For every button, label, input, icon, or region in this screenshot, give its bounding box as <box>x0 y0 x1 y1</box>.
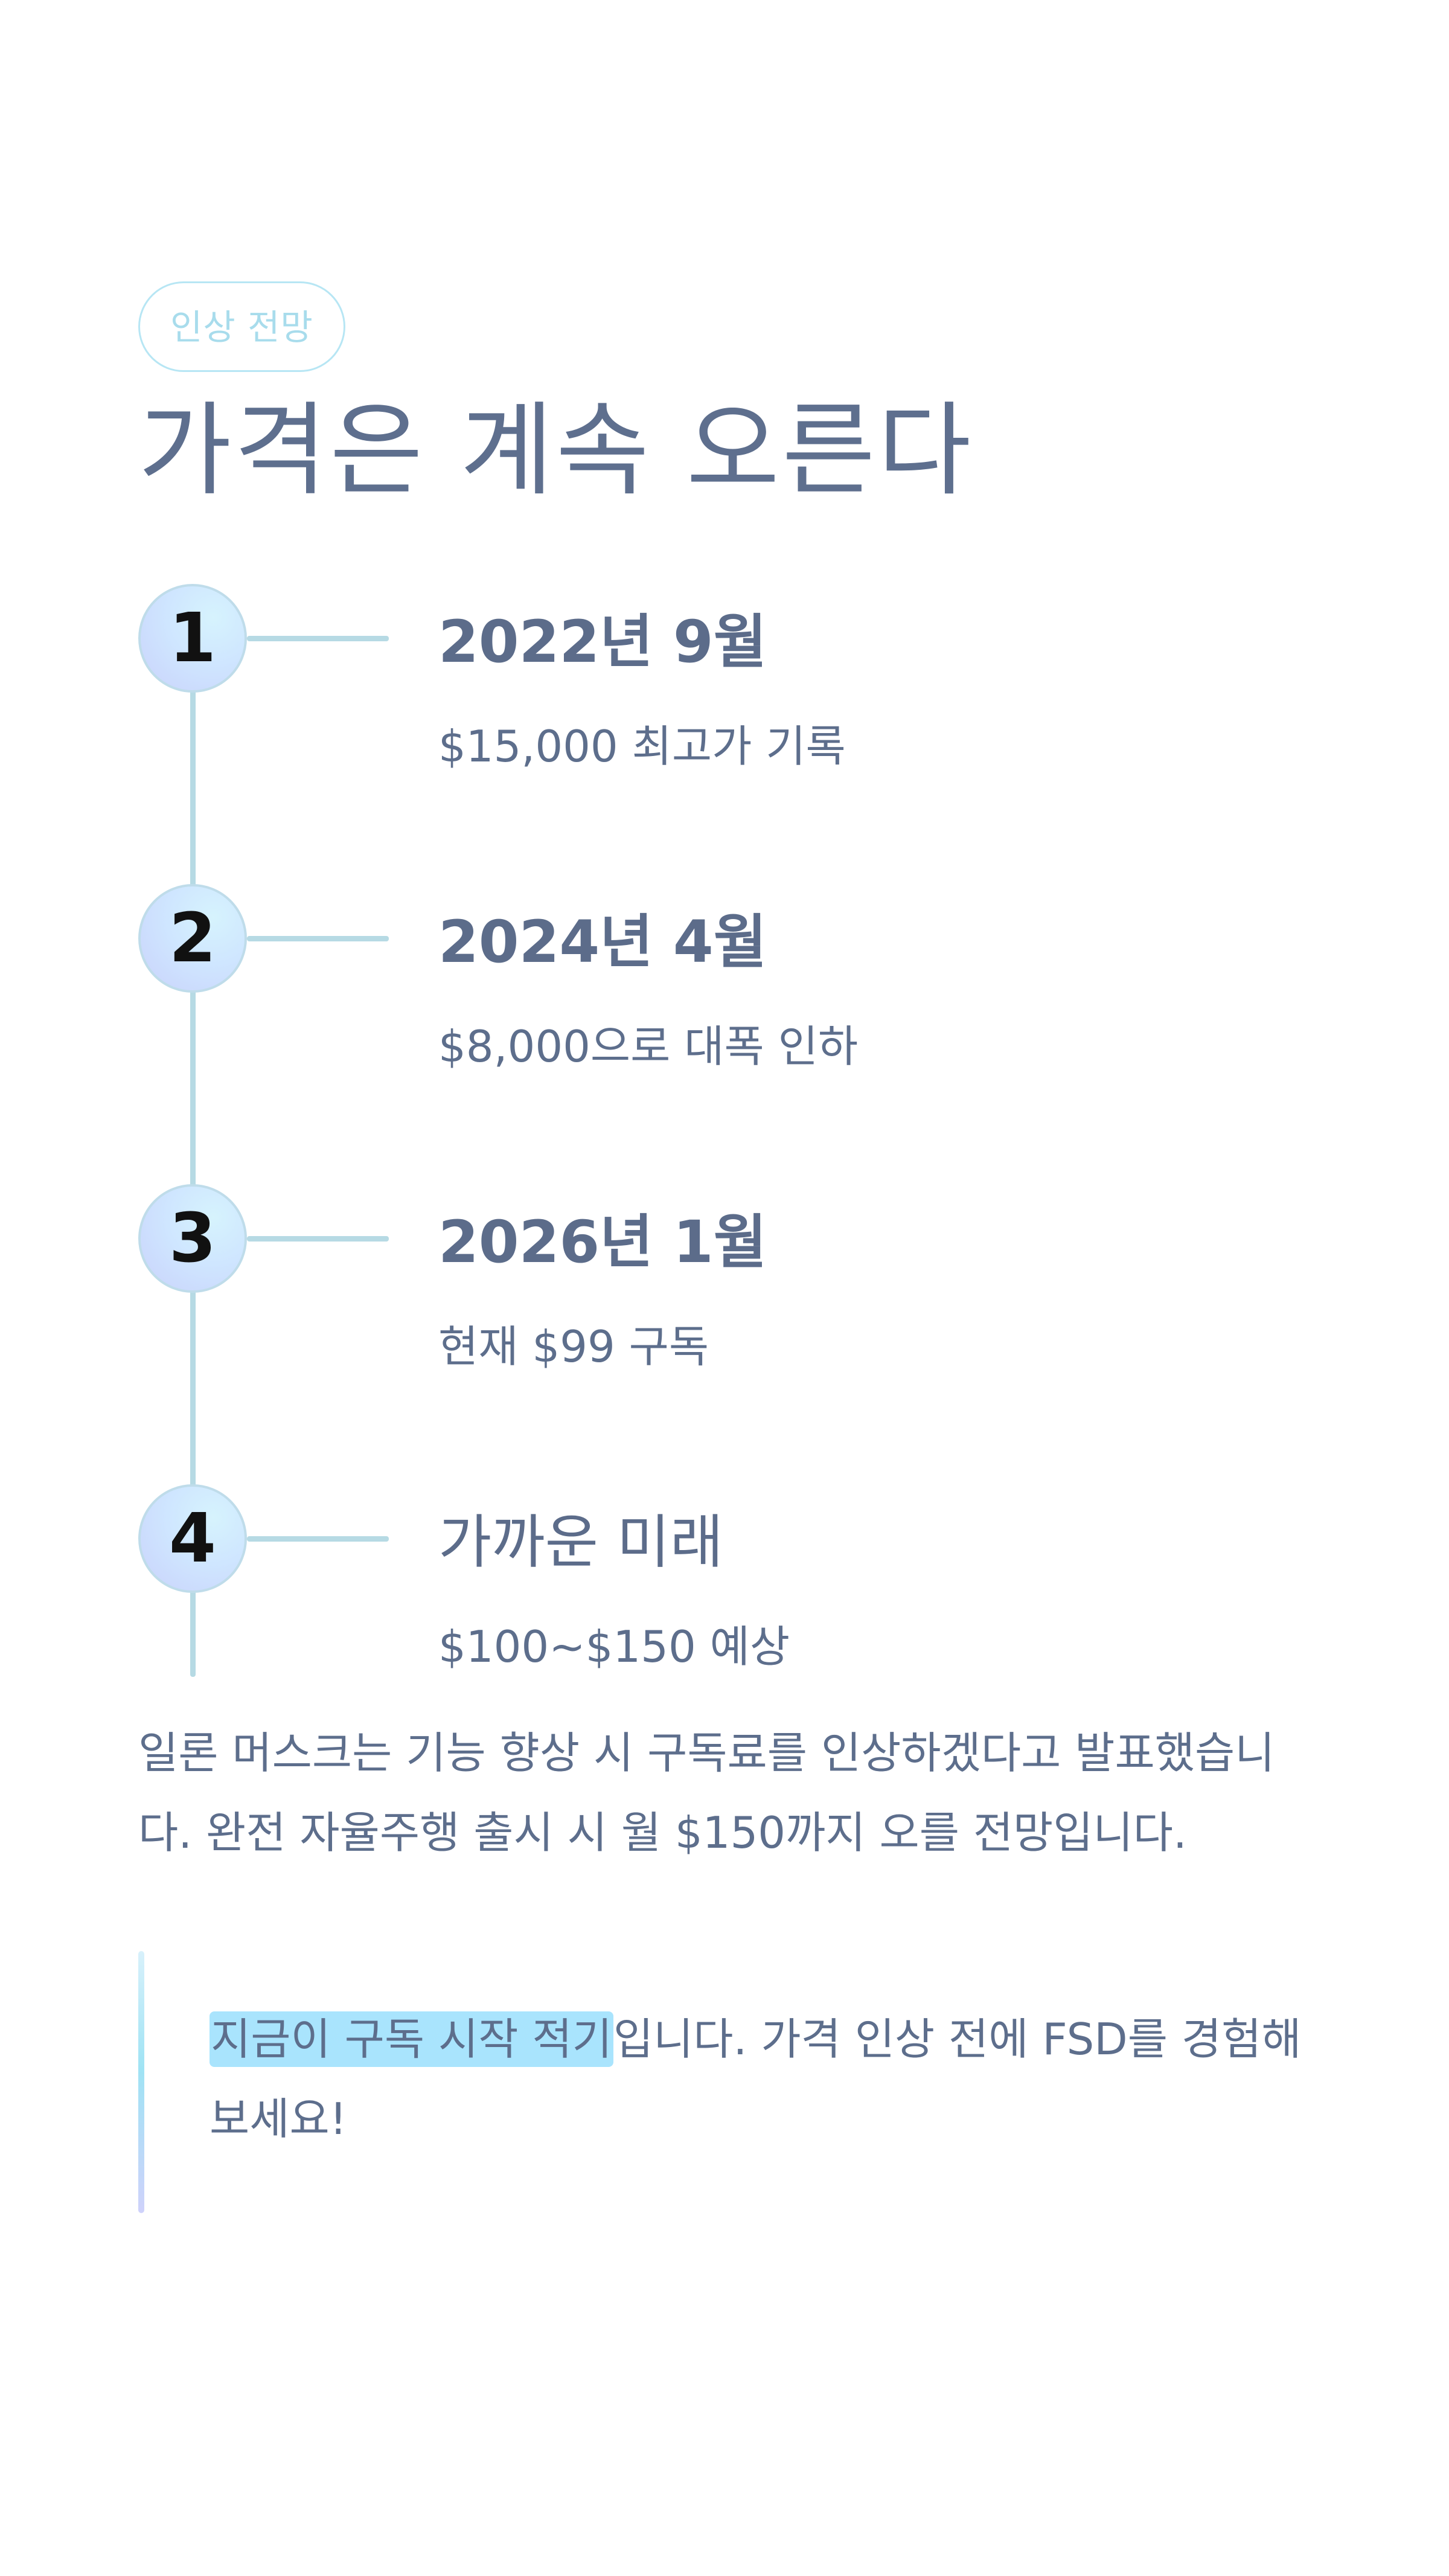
timeline-marker: 4 <box>138 1484 247 1593</box>
timeline-connector <box>247 935 389 941</box>
body-paragraph: 일론 머스크는 기능 향상 시 구독료를 인상하겠다고 발표했습니다. 완전 자… <box>138 1727 1275 1858</box>
timeline-connector <box>247 635 389 641</box>
timeline-connector <box>247 1235 389 1242</box>
timeline-marker: 1 <box>138 583 247 693</box>
timeline-date: 2024년 4월 <box>438 908 767 976</box>
timeline-desc: $100~$150 예상 <box>438 1621 790 1672</box>
timeline: 1 2022년 9월 $15,000 최고가 기록 2 2024년 4월 $8,… <box>138 583 1322 1689</box>
timeline-connector <box>247 1536 389 1542</box>
callout-text: 지금이 구독 시작 적기입니다. 가격 인상 전에 FSD를 경험해보세요! <box>210 1999 1322 2159</box>
timeline-date: 가까운 미래 <box>438 1508 724 1576</box>
timeline-date: 2026년 1월 <box>438 1208 767 1276</box>
timeline-desc: $8,000으로 대폭 인하 <box>438 1020 859 1072</box>
timeline-date: 2022년 9월 <box>438 607 767 676</box>
callout-rest: 입니다. 가격 인상 전에 FSD를 경험해보세요! <box>210 2013 1302 2144</box>
callout: 지금이 구독 시작 적기입니다. 가격 인상 전에 FSD를 경험해보세요! <box>138 1950 1322 2213</box>
timeline-desc: $15,000 최고가 기록 <box>438 720 846 772</box>
callout-highlight: 지금이 구독 시작 적기 <box>210 2011 613 2067</box>
section-badge: 인상 전망 <box>138 281 345 372</box>
timeline-item: 4 가까운 미래 $100~$150 예상 <box>138 1484 1322 1726</box>
timeline-desc: 현재 $99 구독 <box>438 1321 709 1372</box>
timeline-marker: 2 <box>138 883 247 993</box>
timeline-item: 1 2022년 9월 $15,000 최고가 기록 <box>138 583 1322 825</box>
page-title: 가격은 계속 오른다 <box>138 391 974 510</box>
timeline-marker: 3 <box>138 1184 247 1293</box>
timeline-rail <box>190 638 196 1677</box>
timeline-item: 2 2024년 4월 $8,000으로 대폭 인하 <box>138 883 1322 1126</box>
callout-accent-bar <box>138 1950 144 2213</box>
timeline-item: 3 2026년 1월 현재 $99 구독 <box>138 1184 1322 1426</box>
content: 인상 전망 가격은 계속 오른다 1 2022년 9월 $15,000 최고가 … <box>138 281 1322 2213</box>
